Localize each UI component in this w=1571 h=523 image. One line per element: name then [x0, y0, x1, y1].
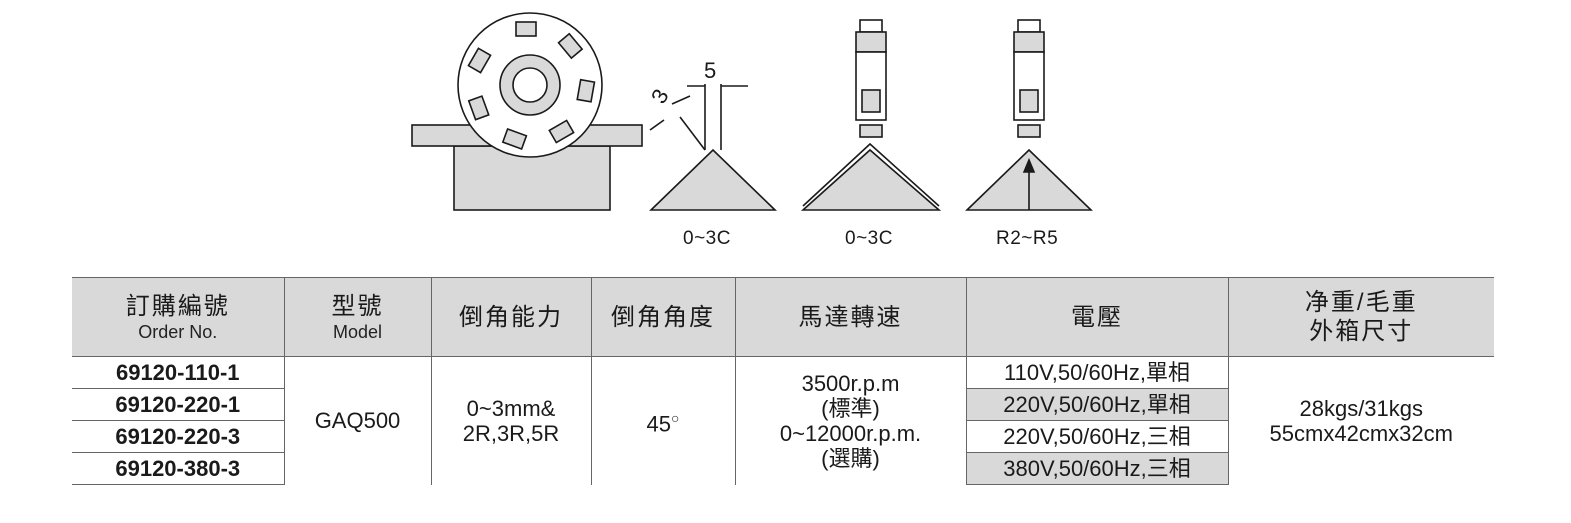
table-header-row: 訂購編號 Order No. 型號 Model 倒角能力 倒角角度 馬達轉速 電…: [72, 277, 1494, 357]
label-chamfer-2: 0~3C: [845, 228, 893, 249]
diagram-svg: 3 5: [411, 12, 1093, 211]
header-model: 型號 Model: [283, 277, 431, 357]
voltage-cell: 380V,50/60Hz,三相: [965, 452, 1229, 485]
voltage-cell: 220V,50/60Hz,單相: [965, 388, 1229, 421]
tool-radius-illustration: [965, 19, 1093, 211]
label-chamfer-1: 0~3C: [683, 228, 731, 249]
dimension-3: 3: [646, 85, 674, 108]
dimension-5: 5: [704, 58, 716, 83]
header-capacity: 倒角能力: [430, 277, 591, 357]
voltage-cell: 110V,50/60Hz,單相: [965, 356, 1229, 389]
header-voltage: 電壓: [965, 277, 1228, 357]
table-row: 69120-110-1 GAQ500 0~3mm& 2R,3R,5R 45○ 3…: [72, 356, 1494, 485]
angle-cell: 45○: [590, 356, 735, 485]
speed-cell: 3500r.p.m (標準) 0~12000r.p.m. (選購): [734, 356, 966, 485]
spec-table: 訂購編號 Order No. 型號 Model 倒角能力 倒角角度 馬達轉速 電…: [72, 277, 1494, 485]
voltage-cell: 220V,50/60Hz,三相: [965, 420, 1229, 453]
order-no-cell: 69120-220-3: [72, 420, 284, 453]
header-weight: 净重/毛重 外箱尺寸: [1227, 277, 1494, 357]
label-radius: R2~R5: [996, 228, 1059, 249]
header-motor-speed: 馬達轉速: [734, 277, 966, 357]
capacity-cell: 0~3mm& 2R,3R,5R: [430, 356, 591, 485]
table-row: 69120-380-3 380V,50/60Hz,三相: [72, 452, 1494, 485]
cutter-workpiece-illustration: [411, 12, 643, 211]
order-no-cell: 69120-110-1: [72, 356, 284, 389]
chamfer-3c-illustration: [649, 84, 777, 211]
model-cell: GAQ500: [283, 356, 431, 485]
weight-cell: 28kgs/31kgs 55cmx42cmx32cm: [1227, 356, 1494, 485]
tool-chamfer-illustration: [800, 19, 942, 211]
table-row: 69120-220-3 220V,50/60Hz,三相: [72, 420, 1494, 453]
chamfer-diagrams: 3 5 0~3C 0~3C R2~R5: [411, 12, 1093, 249]
order-no-cell: 69120-380-3: [72, 452, 284, 485]
order-no-cell: 69120-220-1: [72, 388, 284, 421]
table-row: 69120-220-1 220V,50/60Hz,單相: [72, 388, 1494, 421]
header-angle: 倒角角度: [590, 277, 735, 357]
header-order-no: 訂購編號 Order No.: [72, 277, 284, 357]
